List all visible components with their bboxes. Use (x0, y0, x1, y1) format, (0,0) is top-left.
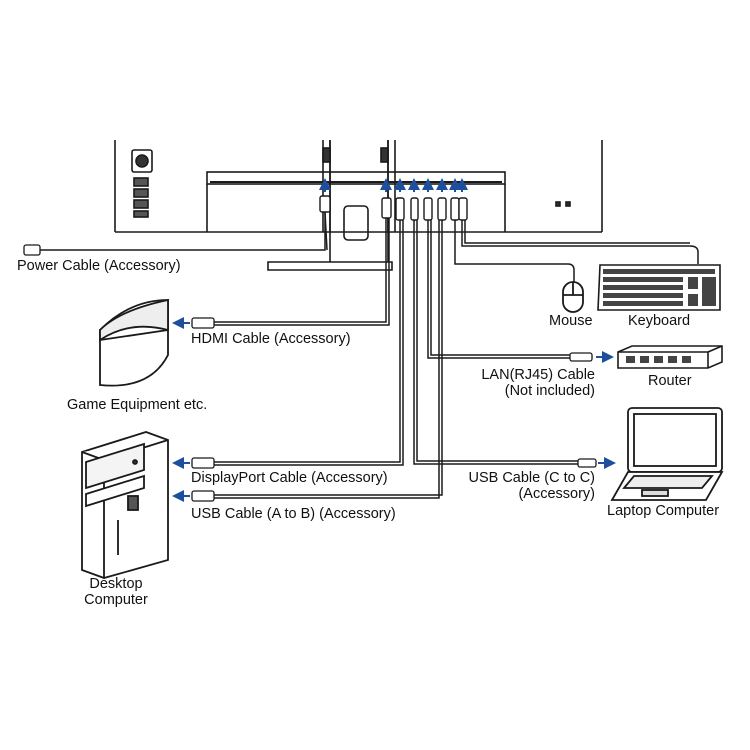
game-equipment-label: Game Equipment etc. (67, 397, 208, 413)
usb-c-line1: USB Cable (C to C) (468, 470, 595, 486)
usb-a-b-cable (214, 220, 443, 496)
mouse-label: Mouse (549, 313, 593, 329)
desktop-line1: Desktop (89, 576, 143, 592)
keyboard-cable (461, 220, 699, 264)
displayport-cable-label: DisplayPort Cable (Accessory) (191, 470, 388, 486)
usb-c-cable (413, 220, 578, 465)
hdmi-cable-label: HDMI Cable (Accessory) (191, 331, 351, 347)
mouse-cable (454, 220, 575, 282)
power-cable-label: Power Cable (Accessory) (17, 258, 181, 274)
usb-c-cable-label: USB Cable (C to C) (Accessory) (445, 470, 595, 502)
cable-connectors (23, 244, 597, 502)
power-cable (40, 212, 326, 251)
desktop-computer-icon (81, 431, 169, 579)
lan-line2: (Not included) (504, 383, 595, 399)
hdmi-cable (214, 218, 387, 323)
game-equipment-icon (99, 298, 169, 387)
usb-a-to-b-label: USB Cable (A to B) (Accessory) (191, 506, 396, 522)
keyboard-icon (597, 264, 721, 311)
laptop-computer-label: Laptop Computer (607, 503, 720, 519)
port-plugs (319, 195, 468, 221)
mouse-icon (562, 281, 584, 313)
device-arrows (172, 317, 616, 502)
usb-c-line2: (Accessory) (518, 486, 595, 502)
lan-cable-label: LAN(RJ45) Cable (Not included) (455, 367, 595, 399)
router-icon (617, 345, 723, 369)
cables (40, 211, 699, 499)
displayport-cable (214, 220, 401, 463)
laptop-icon (610, 407, 724, 501)
desktop-line2: Computer (84, 592, 148, 608)
lan-cable (427, 220, 570, 359)
lan-line1: LAN(RJ45) Cable (481, 367, 595, 383)
desktop-computer-label: Desktop Computer (64, 576, 168, 608)
router-label: Router (648, 373, 692, 389)
port-arrows (319, 178, 468, 192)
keyboard-label: Keyboard (628, 313, 691, 329)
